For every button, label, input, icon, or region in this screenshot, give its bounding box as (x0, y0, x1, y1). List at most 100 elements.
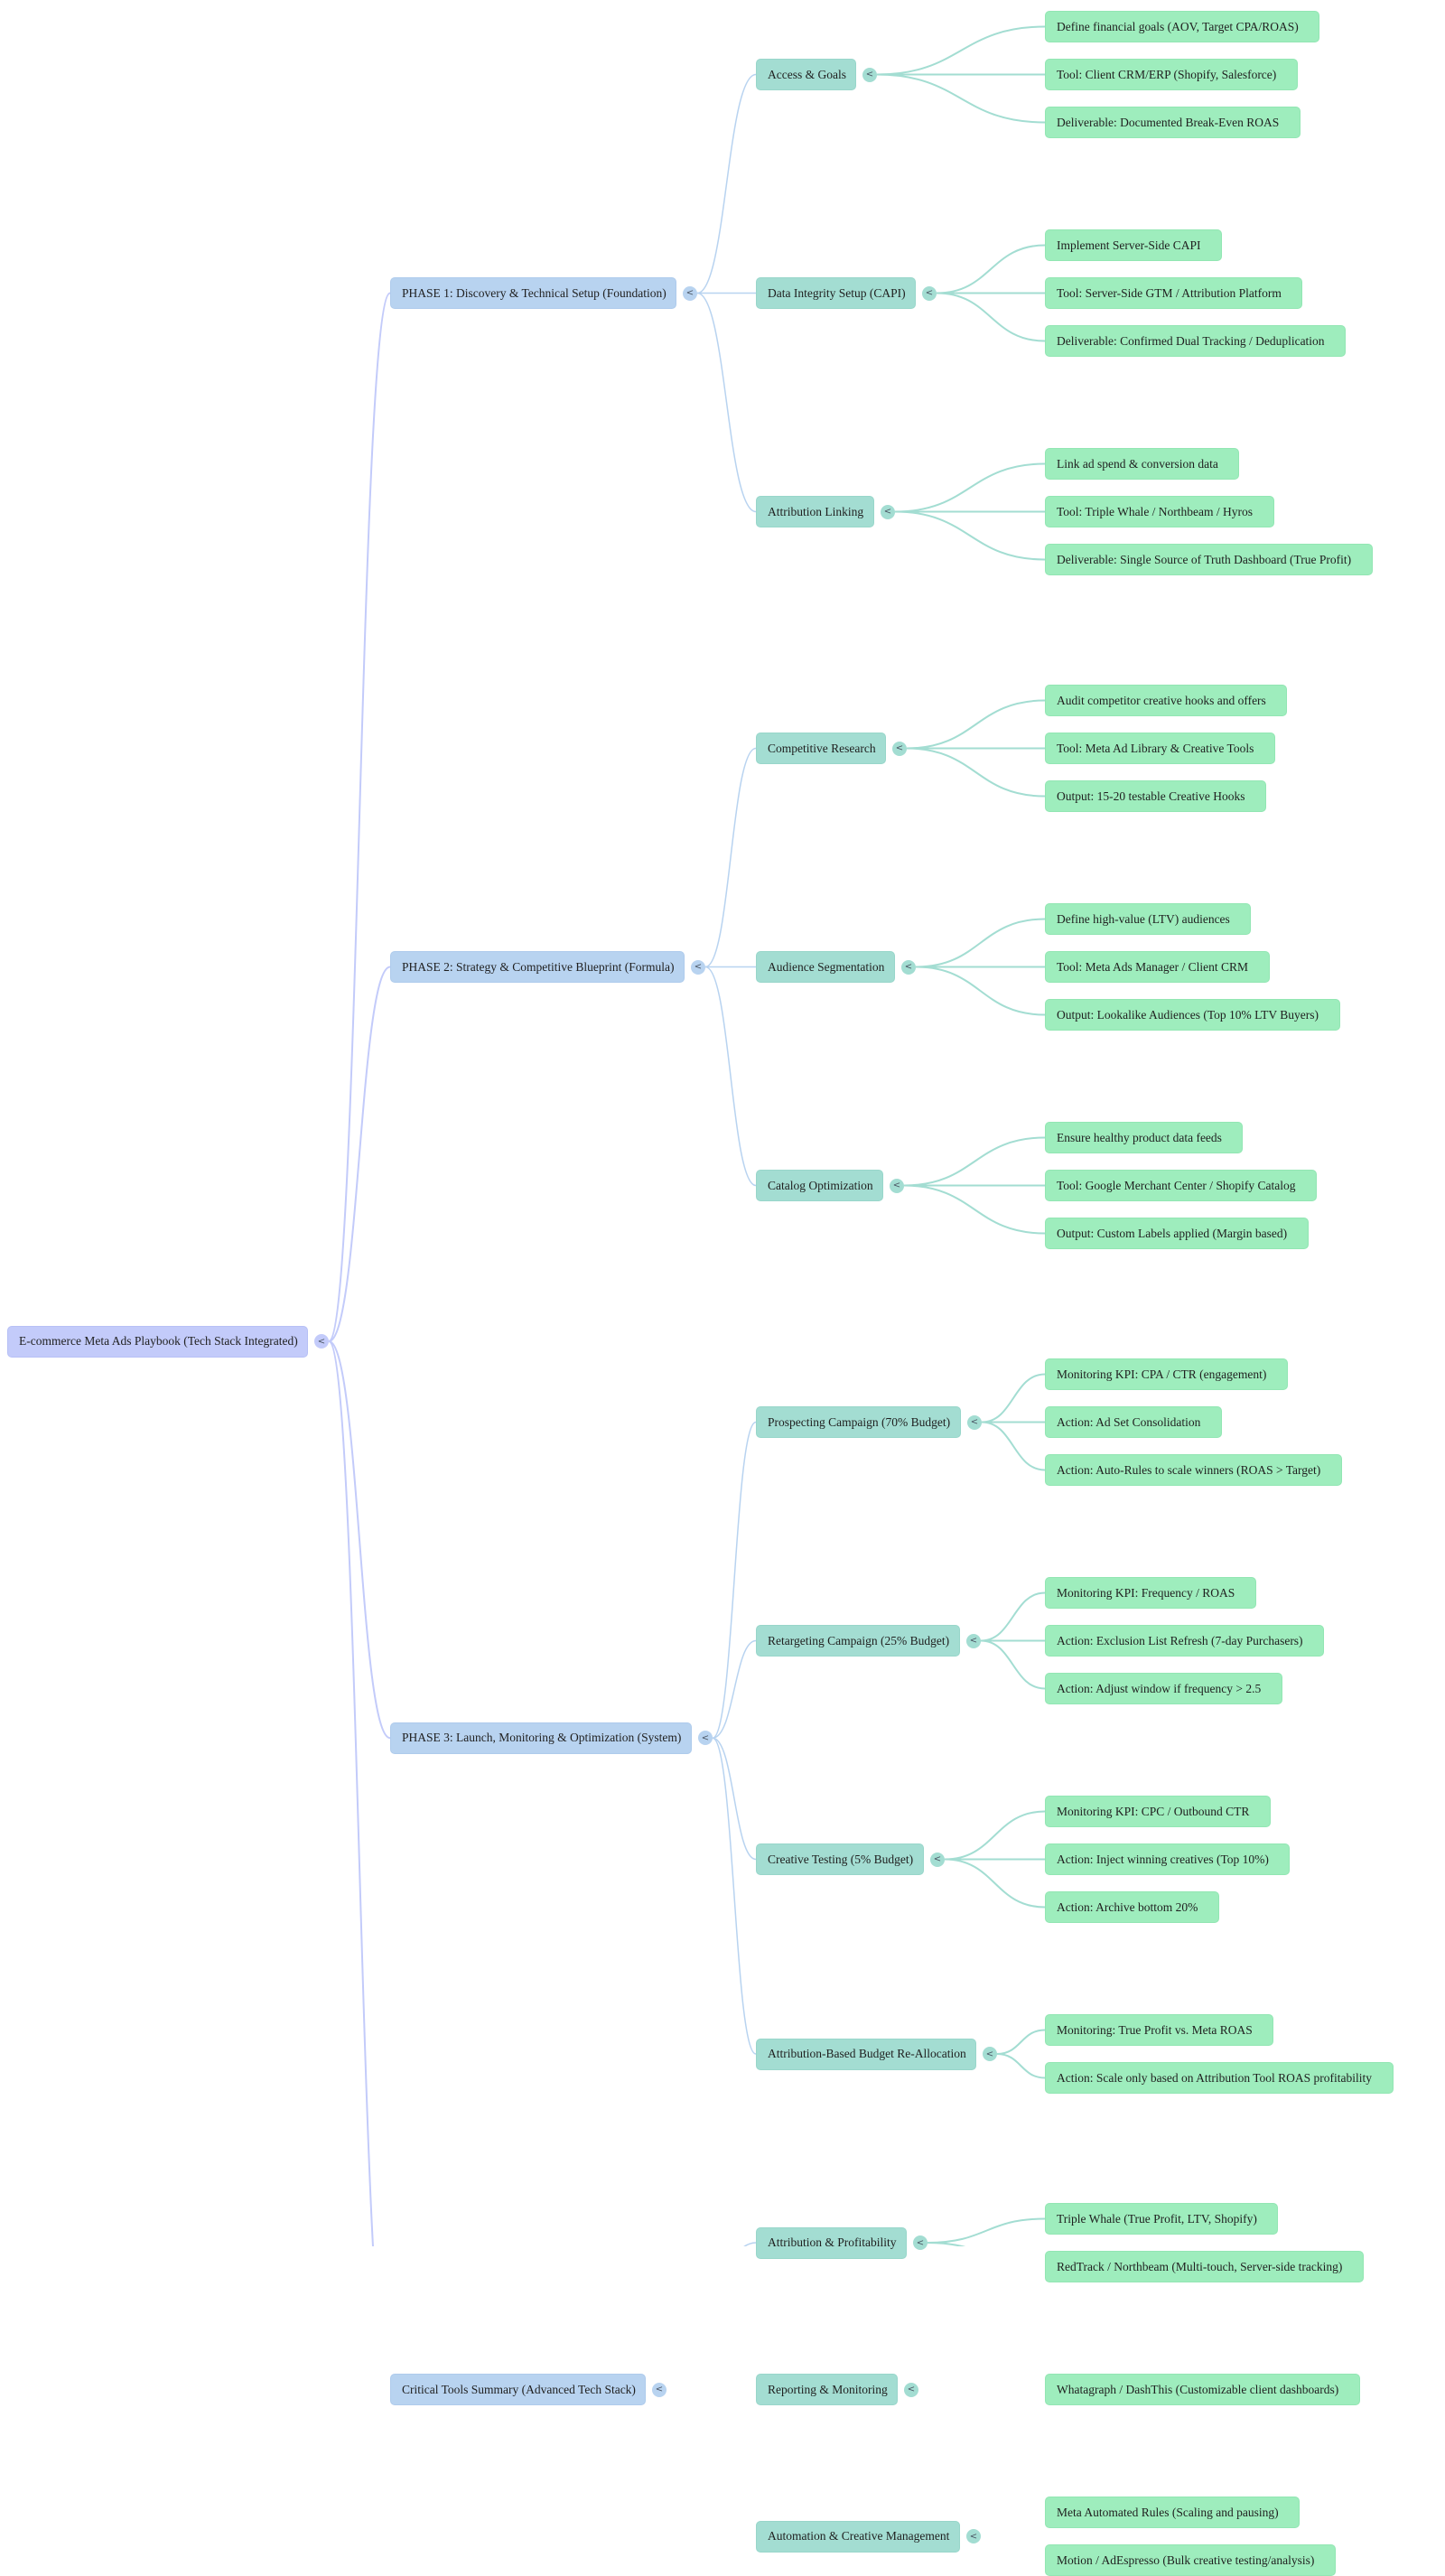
subtopic-collapse-toggle[interactable]: < (913, 2235, 928, 2250)
subtopic-node[interactable]: Attribution Linking (756, 496, 874, 527)
leaf-node-label: Tool: Server-Side GTM / Attribution Plat… (1057, 285, 1282, 300)
leaf-node[interactable]: Action: Scale only based on Attribution … (1045, 2062, 1394, 2094)
leaf-node[interactable]: Tool: Meta Ads Manager / Client CRM (1045, 951, 1270, 983)
phase-collapse-toggle[interactable]: < (698, 1731, 713, 1746)
leaf-node[interactable]: Tool: Triple Whale / Northbeam / Hyros (1045, 496, 1274, 527)
phase-node[interactable]: PHASE 2: Strategy & Competitive Blueprin… (390, 951, 685, 983)
leaf-node[interactable]: Action: Auto-Rules to scale winners (ROA… (1045, 1454, 1342, 1486)
subtopic-node-label: Audience Segmentation (768, 959, 885, 974)
collapse-chevron-icon: < (970, 1417, 979, 1427)
leaf-node[interactable]: Meta Automated Rules (Scaling and pausin… (1045, 2497, 1300, 2528)
phase-to-subtopic-connector (712, 1737, 757, 2055)
collapse-chevron-icon: < (969, 2531, 978, 2542)
leaf-node[interactable]: Action: Ad Set Consolidation (1045, 1406, 1222, 1438)
subtopic-node-label: Automation & Creative Management (768, 2529, 950, 2543)
leaf-node[interactable]: Deliverable: Single Source of Truth Dash… (1045, 544, 1373, 575)
subtopic-node[interactable]: Creative Testing (5% Budget) (756, 1843, 924, 1875)
subtopic-collapse-toggle[interactable]: < (983, 2047, 997, 2061)
leaf-node[interactable]: Output: Lookalike Audiences (Top 10% LTV… (1045, 999, 1340, 1031)
subtopic-node[interactable]: Reporting & Monitoring (756, 2374, 898, 2405)
leaf-node[interactable]: Monitoring KPI: CPC / Outbound CTR (1045, 1796, 1271, 1827)
leaf-node[interactable]: Link ad spend & conversion data (1045, 448, 1239, 480)
root-node[interactable]: E-commerce Meta Ads Playbook (Tech Stack… (7, 1325, 308, 1358)
subtopic-collapse-toggle[interactable]: < (967, 1414, 982, 1430)
subtopic-collapse-toggle[interactable]: < (966, 2529, 981, 2543)
root-to-phase-connector (328, 966, 391, 1342)
collapse-chevron-icon: < (904, 962, 913, 972)
phase-to-subtopic-connector (704, 966, 757, 1187)
leaf-node[interactable]: Tool: Meta Ad Library & Creative Tools (1045, 733, 1275, 764)
leaf-node[interactable]: Monitoring KPI: Frequency / ROAS (1045, 1577, 1256, 1609)
leaf-node-label: Action: Adjust window if frequency > 2.5 (1057, 1681, 1262, 1695)
leaf-node[interactable]: Action: Adjust window if frequency > 2.5 (1045, 1673, 1282, 1704)
phase-collapse-toggle[interactable]: < (683, 285, 697, 301)
leaf-node-label: Define financial goals (AOV, Target CPA/… (1057, 19, 1299, 33)
leaf-node-label: Tool: Meta Ad Library & Creative Tools (1057, 741, 1254, 755)
leaf-node[interactable]: Action: Exclusion List Refresh (7-day Pu… (1045, 1625, 1324, 1657)
subtopic-node[interactable]: Catalog Optimization (756, 1170, 883, 1201)
phase-node-label: PHASE 2: Strategy & Competitive Blueprin… (402, 959, 675, 974)
subtopic-node-label: Reporting & Monitoring (768, 2382, 888, 2396)
subtopic-node[interactable]: Audience Segmentation (756, 951, 895, 983)
subtopic-collapse-toggle[interactable]: < (901, 959, 916, 975)
subtopic-collapse-toggle[interactable]: < (930, 1852, 945, 1867)
leaf-node-label: Tool: Client CRM/ERP (Shopify, Salesforc… (1057, 67, 1277, 81)
subtopic-node[interactable]: Retargeting Campaign (25% Budget) (756, 1625, 960, 1657)
phase-node[interactable]: PHASE 3: Launch, Monitoring & Optimizati… (390, 1722, 692, 1754)
leaf-node-label: Action: Inject winning creatives (Top 10… (1057, 1852, 1269, 1866)
leaf-node[interactable]: Action: Inject winning creatives (Top 10… (1045, 1843, 1290, 1875)
subtopic-collapse-toggle[interactable]: < (881, 504, 895, 519)
leaf-node[interactable]: Define high-value (LTV) audiences (1045, 903, 1251, 935)
leaf-node[interactable]: Monitoring KPI: CPA / CTR (engagement) (1045, 1358, 1288, 1390)
leaf-node[interactable]: RedTrack / Northbeam (Multi-touch, Serve… (1045, 2251, 1364, 2282)
subtopic-node[interactable]: Competitive Research (756, 733, 886, 764)
phase-to-subtopic-connector (696, 292, 757, 513)
leaf-node[interactable]: Implement Server-Side CAPI (1045, 229, 1222, 261)
phase-collapse-toggle[interactable]: < (691, 959, 705, 975)
phase-to-subtopic-connector (712, 1421, 757, 1739)
subtopic-node[interactable]: Automation & Creative Management (756, 2520, 960, 2553)
phase-node[interactable]: PHASE 1: Discovery & Technical Setup (Fo… (390, 277, 676, 309)
subtopic-node[interactable]: Attribution & Profitability (756, 2226, 907, 2259)
leaf-node[interactable]: Action: Archive bottom 20% (1045, 1891, 1219, 1923)
leaf-node[interactable]: Deliverable: Confirmed Dual Tracking / D… (1045, 325, 1346, 357)
leaf-node-label: Deliverable: Confirmed Dual Tracking / D… (1057, 333, 1325, 348)
leaf-node[interactable]: Output: Custom Labels applied (Margin ba… (1045, 1218, 1309, 1249)
subtopic-collapse-toggle[interactable]: < (892, 741, 907, 756)
leaf-node-label: RedTrack / Northbeam (Multi-touch, Serve… (1057, 2259, 1343, 2273)
subtopic-to-leaf-connector (981, 1421, 1046, 1471)
phase-node[interactable]: Critical Tools Summary (Advanced Tech St… (390, 2374, 646, 2405)
subtopic-node[interactable]: Data Integrity Setup (CAPI) (756, 277, 916, 309)
leaf-node[interactable]: Ensure healthy product data feeds (1045, 1122, 1243, 1153)
leaf-node[interactable]: Motion / AdEspresso (Bulk creative testi… (1045, 2544, 1336, 2576)
subtopic-to-leaf-connector (980, 1639, 1046, 1690)
subtopic-node[interactable]: Access & Goals (756, 59, 856, 90)
leaf-node[interactable]: Define financial goals (AOV, Target CPA/… (1045, 11, 1319, 42)
subtopic-to-leaf-connector (915, 918, 1046, 968)
leaf-node[interactable]: Tool: Server-Side GTM / Attribution Plat… (1045, 277, 1302, 309)
leaf-node-label: Action: Scale only based on Attribution … (1057, 2070, 1373, 2085)
leaf-node[interactable]: Monitoring: True Profit vs. Meta ROAS (1045, 2014, 1273, 2046)
root-collapse-toggle[interactable]: < (314, 1334, 329, 1349)
subtopic-node-label: Attribution Linking (768, 504, 864, 518)
subtopic-collapse-toggle[interactable]: < (862, 67, 877, 82)
subtopic-to-leaf-connector (944, 1858, 1046, 1909)
leaf-node[interactable]: Tool: Google Merchant Center / Shopify C… (1045, 1170, 1317, 1201)
leaf-node[interactable]: Output: 15-20 testable Creative Hooks (1045, 780, 1266, 812)
leaf-node[interactable]: Audit competitor creative hooks and offe… (1045, 685, 1287, 716)
phase-collapse-toggle[interactable]: < (652, 2382, 667, 2397)
leaf-node-label: Ensure healthy product data feeds (1057, 1130, 1222, 1144)
subtopic-node[interactable]: Attribution-Based Budget Re-Allocation (756, 2038, 976, 2070)
leaf-node[interactable]: Tool: Client CRM/ERP (Shopify, Salesforc… (1045, 59, 1298, 90)
subtopic-to-leaf-connector (936, 244, 1046, 294)
subtopic-collapse-toggle[interactable]: < (904, 2382, 918, 2397)
leaf-node[interactable]: Whatagraph / DashThis (Customizable clie… (1045, 2374, 1360, 2405)
leaf-node[interactable]: Deliverable: Documented Break-Even ROAS (1045, 107, 1300, 138)
phase-to-subtopic-connector (704, 747, 757, 968)
subtopic-node[interactable]: Prospecting Campaign (70% Budget) (756, 1406, 961, 1438)
leaf-node[interactable]: Triple Whale (True Profit, LTV, Shopify) (1045, 2203, 1278, 2235)
leaf-node-label: Action: Auto-Rules to scale winners (ROA… (1057, 1462, 1321, 1477)
subtopic-collapse-toggle[interactable]: < (966, 1633, 981, 1648)
subtopic-collapse-toggle[interactable]: < (890, 1178, 904, 1193)
subtopic-collapse-toggle[interactable]: < (922, 285, 937, 301)
